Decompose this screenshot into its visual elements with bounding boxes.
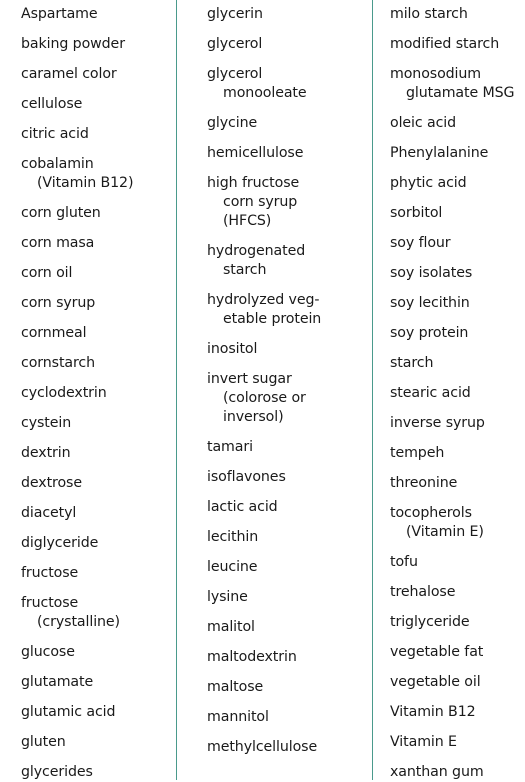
ingredient-item: vegetable fat — [390, 644, 484, 660]
ingredient-item: glucose — [21, 644, 75, 660]
ingredient-item: hemicellulose — [207, 145, 304, 161]
ingredient-item: corn gluten — [21, 205, 101, 221]
ingredient-item: glutamic acid — [21, 704, 116, 720]
ingredient-item: modified starch — [390, 36, 500, 52]
ingredient-item: inositol — [207, 341, 258, 357]
ingredient-item: gluten — [21, 734, 66, 750]
ingredient-item: cornmeal — [21, 325, 87, 341]
ingredient-item: monosodium glutamate MSG — [390, 66, 515, 101]
ingredient-item: cyclodextrin — [21, 385, 107, 401]
ingredient-item: Phenylalanine — [390, 145, 489, 161]
ingredient-item: maltodextrin — [207, 649, 297, 665]
ingredient-item: Vitamin E — [390, 734, 457, 750]
ingredient-list-1: Aspartame baking powder caramel color cellu… — [21, 0, 176, 782]
ingredient-item: milo starch — [390, 6, 468, 22]
ingredient-item: diacetyl — [21, 505, 77, 521]
ingredient-item: dextrin — [21, 445, 71, 461]
ingredient-item: phytic acid — [390, 175, 467, 191]
ingredient-item: triglyceride — [390, 614, 470, 630]
ingredient-item: vegetable oil — [390, 674, 481, 690]
ingredient-item: hydrolyzed veg- etable protein — [207, 292, 322, 327]
ingredient-item: baking powder — [21, 36, 125, 52]
ingredient-item: lactic acid — [207, 499, 278, 515]
ingredient-column-2: glycerin glycerol glycerol monooleate glyci… — [177, 0, 372, 780]
ingredient-item: mannitol — [207, 709, 269, 725]
ingredient-item: inverse syrup — [390, 415, 485, 431]
ingredient-item: fructose — [21, 565, 79, 581]
ingredient-item: cobalamin (Vitamin B12) — [21, 156, 134, 191]
ingredient-list-3: milo starch modified starch monosodium glu… — [390, 0, 525, 782]
ingredient-item: threonine — [390, 475, 458, 491]
ingredient-item: lysine — [207, 589, 248, 605]
ingredient-item: dextrose — [21, 475, 82, 491]
ingredient-item: Aspartame — [21, 6, 98, 22]
ingredient-column-3: milo starch modified starch monosodium glu… — [373, 0, 525, 780]
ingredient-item: malitol — [207, 619, 255, 635]
column-divider-1 — [176, 0, 177, 780]
ingredient-item: high fructose corn syrup (HFCS) — [207, 175, 300, 229]
ingredient-item: soy flour — [390, 235, 451, 251]
ingredient-item: Vitamin B12 — [390, 704, 476, 720]
column-divider-2 — [372, 0, 373, 780]
ingredient-item: fructose (crystalline) — [21, 595, 120, 630]
ingredient-item: tofu — [390, 554, 418, 570]
ingredient-item: diglyceride — [21, 535, 99, 551]
ingredient-item: tempeh — [390, 445, 445, 461]
ingredient-item: oleic acid — [390, 115, 457, 131]
ingredient-item: isoflavones — [207, 469, 286, 485]
ingredient-item: glycerides — [21, 764, 93, 780]
ingredient-item: sorbitol — [390, 205, 443, 221]
ingredient-item: glutamate — [21, 674, 94, 690]
ingredient-item: glycine — [207, 115, 258, 131]
ingredient-item: soy lecithin — [390, 295, 470, 311]
ingredient-item: corn oil — [21, 265, 73, 281]
ingredient-item: soy isolates — [390, 265, 473, 281]
ingredient-item: tocopherols (Vitamin E) — [390, 505, 484, 540]
ingredient-item: glycerin — [207, 6, 263, 22]
ingredient-item: citric acid — [21, 126, 89, 142]
ingredient-list-2: glycerin glycerol glycerol monooleate glyci… — [207, 0, 372, 757]
ingredient-item: leucine — [207, 559, 258, 575]
ingredient-item: corn masa — [21, 235, 95, 251]
ingredient-item: lecithin — [207, 529, 259, 545]
ingredient-column-1: Aspartame baking powder caramel color cellu… — [0, 0, 176, 780]
ingredient-item: maltose — [207, 679, 264, 695]
ingredient-item: trehalose — [390, 584, 456, 600]
ingredient-item: methylcellulose — [207, 739, 318, 755]
ingredient-item: stearic acid — [390, 385, 471, 401]
ingredient-item: invert sugar (colorose or inversol) — [207, 371, 306, 425]
ingredient-item: hydrogenated starch — [207, 243, 306, 278]
ingredient-item: glycerol — [207, 36, 263, 52]
ingredient-item: glycerol monooleate — [207, 66, 307, 101]
ingredient-item: cellulose — [21, 96, 83, 112]
ingredient-item: caramel color — [21, 66, 117, 82]
ingredient-item: soy protein — [390, 325, 469, 341]
ingredient-item: cystein — [21, 415, 72, 431]
ingredient-item: corn syrup — [21, 295, 96, 311]
ingredient-item: starch — [390, 355, 434, 371]
ingredient-item: tamari — [207, 439, 253, 455]
ingredient-item: xanthan gum — [390, 764, 484, 780]
ingredient-item: cornstarch — [21, 355, 96, 371]
